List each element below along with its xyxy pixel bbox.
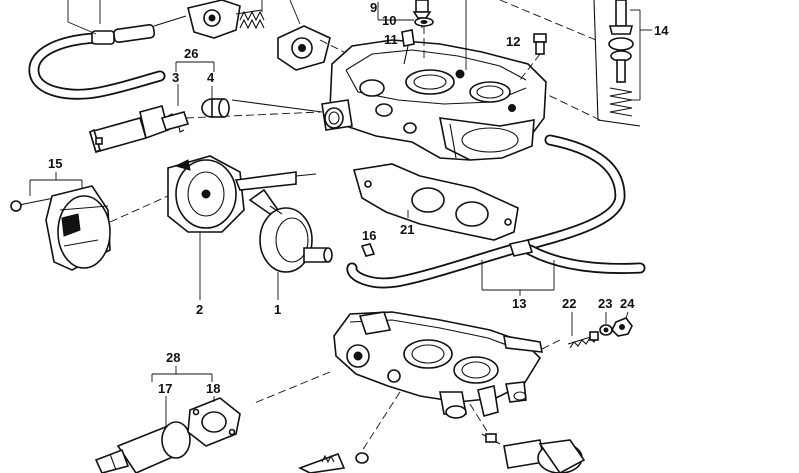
solenoid-valve	[481, 433, 586, 473]
washer	[414, 17, 434, 27]
idle-valve-sleeve	[201, 86, 323, 118]
vacuum-hose-right	[346, 134, 646, 296]
float-needle-valve	[377, 0, 432, 28]
callout-11: 11	[384, 32, 398, 47]
callout-26: 26	[184, 46, 198, 61]
spring-washer	[599, 312, 613, 336]
callout-24: 24	[620, 296, 635, 311]
jet-screw	[401, 26, 425, 65]
carburettor-gasket	[352, 163, 519, 241]
callout-3: 3	[172, 70, 179, 85]
callout-15: 15	[48, 156, 62, 171]
choke-spring	[239, 10, 265, 30]
callout-9: 9	[370, 0, 377, 15]
vacuum-hose-upper-left	[28, 0, 187, 100]
mixture-screw	[297, 452, 369, 473]
throttle-stop-screw	[567, 312, 599, 349]
choke-housing	[167, 155, 317, 300]
carburettor-lower-body	[251, 311, 561, 455]
callout-1: 1	[274, 302, 281, 317]
idle-cutoff-valve	[88, 61, 321, 154]
callout-4: 4	[207, 70, 215, 85]
choke-cover-top	[187, 0, 301, 39]
callout-21: 21	[400, 222, 414, 237]
callout-17: 17	[158, 381, 172, 396]
plug-screw	[360, 243, 376, 257]
callout-28: 28	[166, 350, 180, 365]
callout-22: 22	[562, 296, 576, 311]
nut	[611, 311, 633, 337]
valve-gasket	[187, 396, 241, 447]
accelerator-pump-plunger	[499, 0, 652, 127]
idle-jet	[519, 33, 547, 81]
callout-2: 2	[196, 302, 203, 317]
callout-13: 13	[512, 296, 526, 311]
callout-14: 14	[654, 23, 669, 38]
pulldown-housing	[277, 25, 353, 71]
callout-10: 10	[382, 13, 396, 28]
carburettor-upper-body	[321, 0, 547, 161]
cutoff-valve-assembly	[94, 366, 213, 473]
callout-18: 18	[206, 381, 220, 396]
callout-12: 12	[506, 34, 520, 49]
callout-16: 16	[362, 228, 376, 243]
choke-cover-assembly	[10, 172, 169, 271]
vacuum-pulldown-unit	[248, 188, 333, 300]
callout-23: 23	[598, 296, 612, 311]
